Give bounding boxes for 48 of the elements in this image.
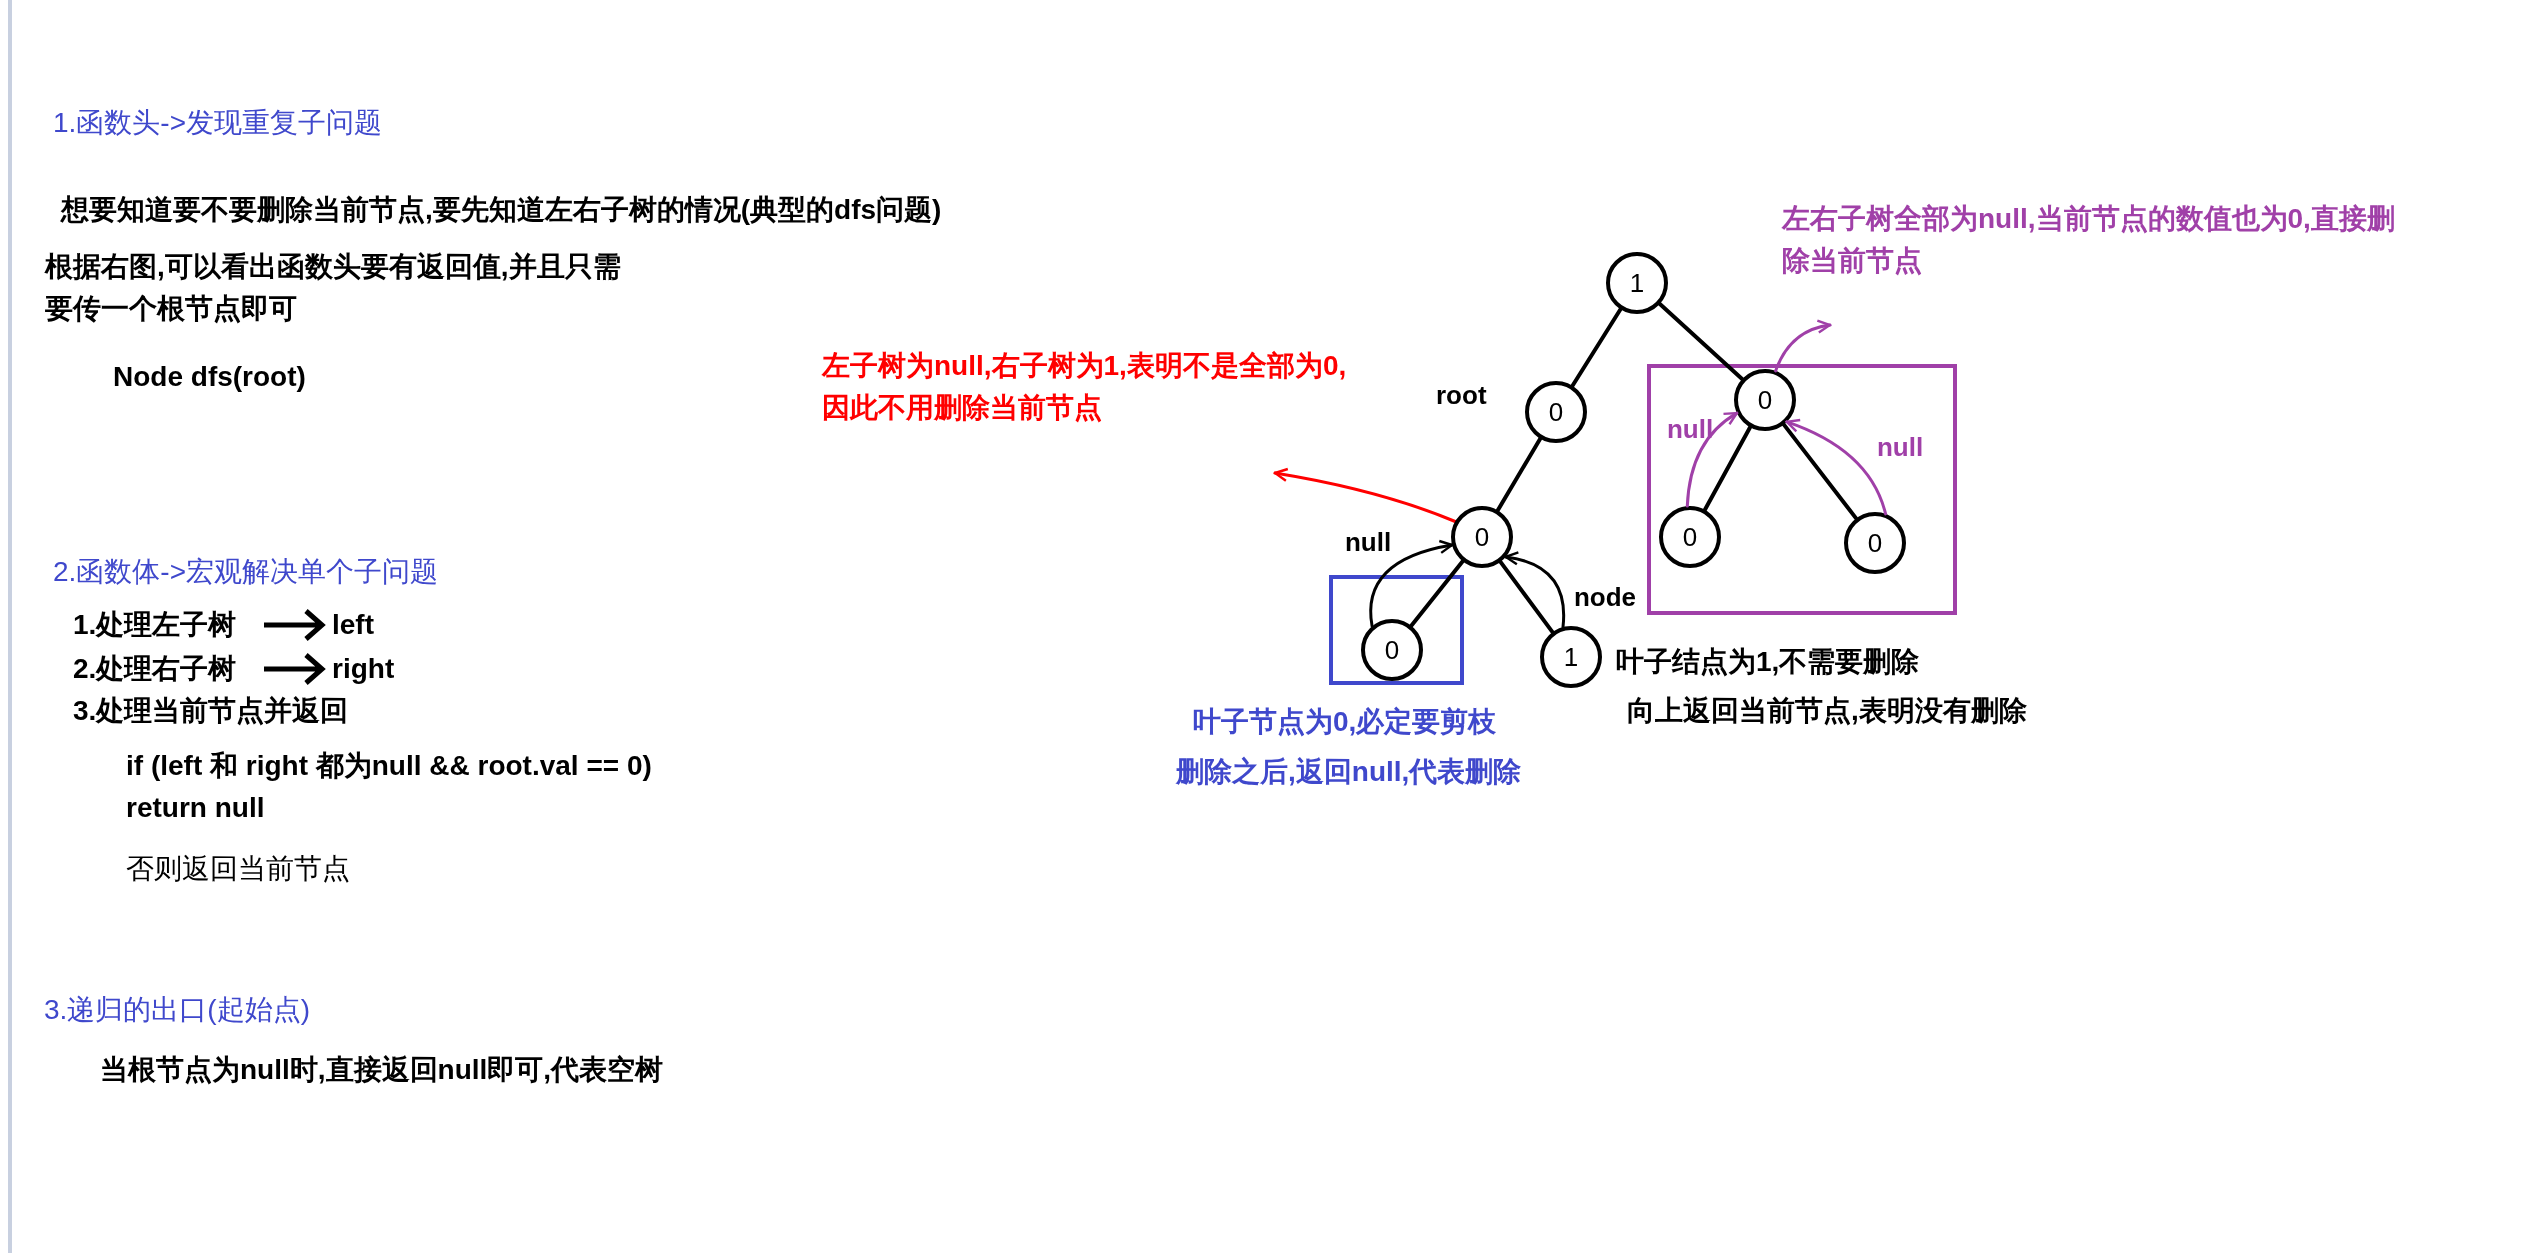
tree-node: 0: [1659, 506, 1721, 568]
highlight-frame: [1647, 364, 1957, 615]
step-text: 2.处理右子树: [73, 652, 237, 686]
tree-branch: [1570, 307, 1623, 388]
node-caption: root: [1436, 380, 1487, 411]
code-text: return null: [126, 791, 265, 825]
curved-arrow: [1785, 419, 1888, 516]
tree-branch: [1781, 422, 1859, 521]
note-text: 当根节点为null时,直接返回null即可,代表空树: [100, 1053, 664, 1087]
tree-branch: [1409, 559, 1465, 628]
edge-label: node: [1573, 581, 1637, 613]
annotation-text: 叶子结点为1,不需要删除: [1616, 645, 1920, 679]
highlight-frame: [1329, 575, 1464, 685]
tree-node: 0: [1361, 619, 1423, 681]
annotation-text: 删除之后,返回null,代表删除: [1176, 755, 1522, 789]
curved-arrow: [1685, 411, 1739, 508]
edge-label: null: [1876, 431, 1924, 463]
tree-branch: [1495, 436, 1543, 513]
tree-branch: [1498, 559, 1555, 635]
edge-label: null: [1344, 526, 1392, 558]
tree-node: 0: [1734, 369, 1796, 431]
section-heading: 2.函数体->宏观解决单个子问题: [53, 555, 439, 589]
note-text: 否则返回当前节点: [126, 852, 350, 886]
section-heading: 3.递归的出口(起始点): [44, 993, 310, 1027]
tree-node: 0: [1451, 506, 1513, 568]
annotation-text: 左子树为null,右子树为1,表明不是全部为0,因此不用删除当前节点: [822, 349, 1348, 425]
step-text: 3.处理当前节点并返回: [73, 694, 349, 728]
code-text: left: [332, 608, 374, 642]
tree-node: 1: [1540, 626, 1602, 688]
annotation-text: 向上返回当前节点,表明没有删除: [1627, 694, 2027, 728]
tree-branch: [1702, 425, 1753, 512]
curved-arrow: [1369, 540, 1454, 628]
step-text: 1.处理左子树: [73, 608, 237, 642]
note-text: 想要知道要不要删除当前节点,要先知道左右子树的情况(典型的dfs问题): [61, 193, 942, 227]
tree-node: 1: [1606, 252, 1668, 314]
note-text: 根据右图,可以看出函数头要有返回值,并且只需要传一个根节点即可: [45, 250, 622, 326]
section-heading: 1.函数头->发现重复子问题: [53, 106, 383, 140]
code-text: if (left 和 right 都为null && root.val == 0): [126, 749, 652, 783]
tree-branch: [1657, 301, 1745, 382]
curved-arrow: [1273, 467, 1457, 523]
curved-arrow: [1504, 551, 1566, 629]
annotation-text: 左右子树全部为null,当前节点的数值也为0,直接删除当前节点: [1782, 202, 2396, 278]
annotation-text: 叶子节点为0,必定要剪枝: [1193, 705, 1497, 739]
curved-arrow: [1774, 319, 1832, 373]
code-text: Node dfs(root): [113, 360, 306, 394]
edge-label: null: [1666, 413, 1714, 445]
code-text: right: [332, 652, 395, 686]
tree-node: 0: [1844, 512, 1906, 574]
